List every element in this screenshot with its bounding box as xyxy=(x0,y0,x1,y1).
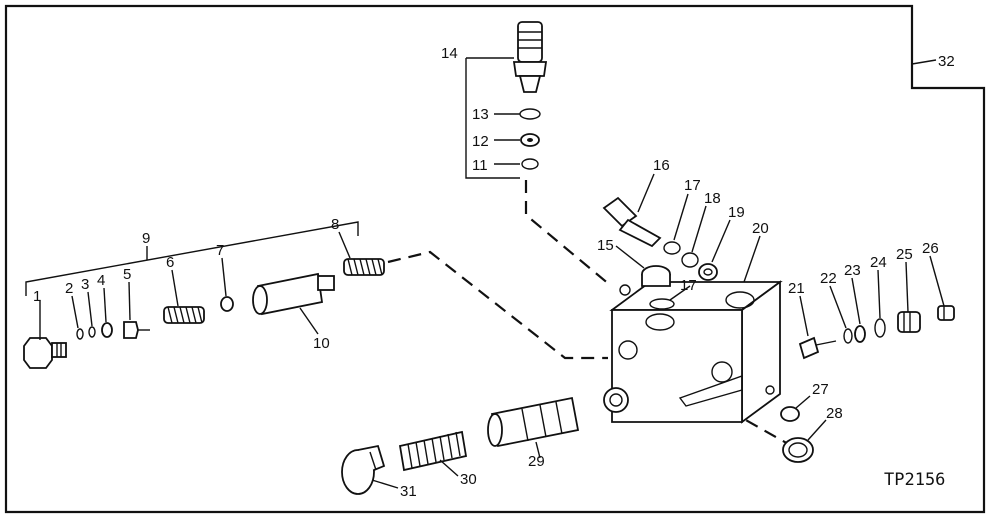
spring-30 xyxy=(398,430,468,472)
leader-lines xyxy=(39,59,945,489)
callout-29: 29 xyxy=(528,453,545,470)
sleeve-25 xyxy=(897,311,921,333)
callout-8: 8 xyxy=(331,216,339,233)
o-ring-3 xyxy=(88,326,96,338)
callout-24: 24 xyxy=(870,254,887,271)
callout-20: 20 xyxy=(752,220,769,237)
callout-23: 23 xyxy=(844,262,861,279)
callout-27: 27 xyxy=(812,381,829,398)
spool-29 xyxy=(487,396,580,448)
callout-13: 13 xyxy=(472,106,489,123)
plug-15 xyxy=(641,265,671,287)
callout-6: 6 xyxy=(166,254,174,271)
o-ring-2 xyxy=(76,328,84,340)
poppet-21 xyxy=(798,336,837,360)
diagram-frame xyxy=(4,4,986,514)
callout-11: 11 xyxy=(472,157,488,174)
callout-17-lower: 17 xyxy=(680,277,697,294)
o-ring-13 xyxy=(519,108,541,120)
callout-30: 30 xyxy=(460,471,477,488)
poppet-5 xyxy=(123,321,150,339)
callout-4: 4 xyxy=(97,272,105,289)
o-ring-18 xyxy=(681,252,699,268)
spring-6 xyxy=(163,306,205,324)
callout-14: 14 xyxy=(441,45,458,62)
callout-18: 18 xyxy=(704,190,721,207)
callout-5: 5 xyxy=(123,266,131,283)
washer-23 xyxy=(854,325,866,343)
callout-10: 10 xyxy=(313,335,330,352)
piston-10 xyxy=(252,272,335,316)
callout-12: 12 xyxy=(472,133,489,150)
valve-body-20 xyxy=(603,280,783,424)
nut-19 xyxy=(698,263,718,281)
callout-21: 21 xyxy=(788,280,805,297)
o-ring-11 xyxy=(521,158,539,170)
o-ring-27 xyxy=(780,406,800,422)
callout-22: 22 xyxy=(820,270,837,287)
bracket-9 xyxy=(25,221,359,296)
plug-31 xyxy=(341,444,386,495)
figure-id: TP2156 xyxy=(884,470,945,490)
callout-7: 7 xyxy=(216,242,224,259)
bracket-14 xyxy=(465,57,520,179)
o-ring-22 xyxy=(843,328,853,344)
washer-4 xyxy=(101,322,113,338)
callout-labels: 1 2 3 4 5 6 7 8 9 10 11 12 13 14 15 16 1… xyxy=(33,45,955,500)
spring-8 xyxy=(343,258,385,276)
assembly-line-top xyxy=(524,180,611,286)
plug-1 xyxy=(23,337,67,369)
callout-3: 3 xyxy=(81,276,89,293)
washer-12-hole xyxy=(527,138,533,142)
o-ring-17-lower xyxy=(649,298,675,310)
o-ring-17-top xyxy=(663,241,681,255)
callout-26: 26 xyxy=(922,240,939,257)
callout-28: 28 xyxy=(826,405,843,422)
callout-32: 32 xyxy=(938,53,955,70)
callout-31: 31 xyxy=(400,483,417,500)
washer-7 xyxy=(220,296,234,312)
callout-2: 2 xyxy=(65,280,73,297)
relief-valve-cartridge xyxy=(512,21,548,93)
callout-1: 1 xyxy=(33,288,41,305)
callout-17-top: 17 xyxy=(684,177,701,194)
o-ring-28-inner xyxy=(788,442,808,458)
fitting-16 xyxy=(602,196,662,248)
callout-25: 25 xyxy=(896,246,913,263)
callout-15: 15 xyxy=(597,237,614,254)
callout-19: 19 xyxy=(728,204,745,221)
callout-16: 16 xyxy=(653,157,670,174)
callout-9: 9 xyxy=(142,230,150,247)
o-ring-24 xyxy=(874,318,886,338)
plug-26 xyxy=(937,305,955,321)
o-ring-28 xyxy=(782,437,814,463)
assembly-line-left xyxy=(387,250,608,360)
